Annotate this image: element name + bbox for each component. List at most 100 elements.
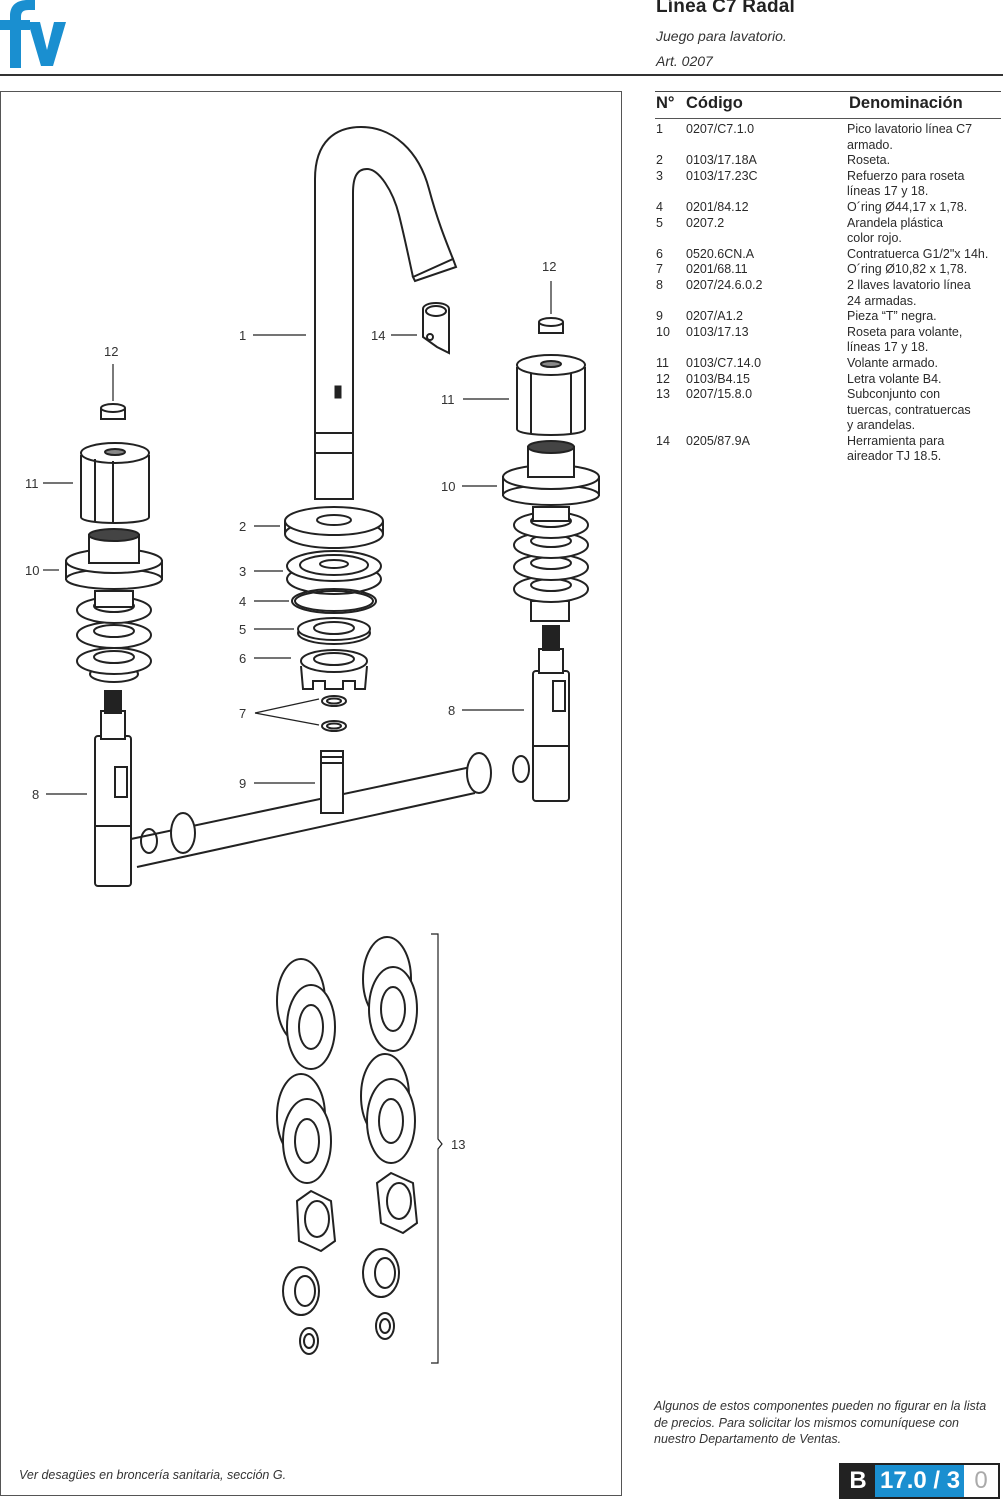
callout-10-right: 10 [441,479,455,494]
callout-4: 4 [239,594,246,609]
subassembly-bracket [431,933,443,1364]
callout-13: 13 [451,1137,465,1152]
table-row: 14 0205/87.9A Herramienta para aireador TJ… [656,434,1002,465]
left-washer-stack [76,590,152,683]
table-row: 2 0103/17.18A Roseta. [656,153,1002,169]
part-number: 11 [656,355,669,370]
callout-12-right: 12 [542,259,556,274]
callout-8-right: 8 [448,703,455,718]
callout-6: 6 [239,651,246,666]
part-number: 4 [656,199,663,214]
right-valve-part [466,625,570,802]
part-name: O´ring Ø10,82 x 1,78. [847,262,968,277]
table-row: 9 0207/A1.2 Pieza “T” negra. [656,309,1002,325]
product-subtitle: Juego para lavatorio. [656,28,787,44]
table-row: 7 0201/68.11 O´ring Ø10,82 x 1,78. [656,262,1002,278]
table-row: 13 0207/15.8.0 Subconjunto con tuercas, co… [656,387,1002,434]
part-name: Subconjunto con tuercas, contratuercas y… [847,387,971,433]
table-row: 8 0207/24.6.0.2 2 llaves lavatorio línea 2… [656,278,1002,309]
page-badge: B 17.0 / 3 0 [839,1463,1001,1499]
part-name: Roseta para volante, líneas 17 y 18. [847,324,963,355]
oring-44-part [291,588,377,614]
callout-5: 5 [239,622,246,637]
oring-10-part [321,695,347,732]
callout-7: 7 [239,706,246,721]
callout-2: 2 [239,519,246,534]
page-suffix: 0 [964,1465,999,1497]
part-name: Pieza “T” negra. [847,309,937,324]
part-code: 0207/15.8.0 [686,387,753,402]
callout-leaders [43,281,552,795]
right-handle-cap [538,317,564,334]
part-number: 13 [656,387,670,402]
part-name: Herramienta para aireador TJ 18.5. [847,433,945,464]
part-name: O´ring Ø44,17 x 1,78. [847,199,968,214]
left-handle [80,442,150,524]
part-number: 3 [656,168,663,183]
part-number: 1 [656,122,663,136]
part-number: 14 [656,433,670,448]
right-handle [516,354,586,436]
part-code: 0103/17.18A [686,153,757,168]
part-name: Roseta. [847,153,891,168]
part-code: 0520.6CN.A [686,246,755,261]
part-code: 0207/A1.2 [686,309,743,324]
table-row: 1 0207/C7.1.0 Pico lavatorio línea C7 arma… [656,122,1002,153]
callout-11-left: 11 [25,476,39,491]
part-code: 0201/68.11 [686,262,748,277]
table-row: 4 0201/84.12 O´ring Ø44,17 x 1,78. [656,200,1002,216]
rosette-reinforcement-part [286,550,382,595]
col-header-number: N° [656,94,675,112]
part-name: Pico lavatorio línea C7 armado. [847,122,973,152]
part-name: Letra volante B4. [847,371,942,386]
part-code: 0207/24.6.0.2 [686,277,763,292]
part-number: 8 [656,277,663,292]
t-piece-part [130,750,476,868]
availability-disclaimer: Algunos de estos componentes pueden no f… [654,1399,987,1446]
part-code: 0207/C7.1.0 [686,122,755,136]
part-name: Volante armado. [847,355,939,370]
callout-9: 9 [239,776,246,791]
part-code: 0103/C7.14.0 [686,355,762,370]
fv-logo [0,0,66,68]
parts-table-body: 1 0207/C7.1.0 Pico lavatorio línea C7 arma… [656,122,1002,465]
locknut-part [300,649,368,690]
part-name: Contratuerca G1/2"x 14h. [847,246,989,261]
subassembly-kit [276,936,419,1355]
left-handle-rosette [65,528,163,590]
part-number: 2 [656,153,663,168]
left-handle-cap [100,403,126,420]
table-top-rule [655,91,1001,92]
callout-14: 14 [371,328,385,343]
callout-8-left: 8 [32,787,39,802]
rosette-part [284,506,384,549]
part-name: Refuerzo para roseta líneas 17 y 18. [847,168,965,199]
aerator-tool-part [422,302,450,355]
part-code: 0201/84.12 [686,199,749,214]
drain-reference-note: Ver desagües en broncería sanitaria, sec… [19,1468,287,1482]
header-divider [0,74,1003,76]
part-code: 0207.2 [686,215,725,230]
col-header-name: Denominación [849,94,963,112]
part-code: 0205/87.9A [686,433,750,448]
callout-11-right: 11 [441,392,455,407]
part-name: 2 llaves lavatorio línea 24 armadas. [847,277,971,308]
part-code: 0103/17.23C [686,168,758,183]
page-number: 17.0 / 3 [875,1465,965,1497]
table-row: 11 0103/C7.14.0 Volante armado. [656,356,1002,372]
part-number: 9 [656,309,663,324]
article-number: Art. 0207 [656,53,713,69]
callout-12-left: 12 [104,344,118,359]
diagram-drawing: 1 14 12 12 11 11 10 2 10 3 4 5 6 7 8 9 8… [25,125,600,1364]
callout-3: 3 [239,564,246,579]
section-letter: B [841,1465,875,1497]
part-number: 12 [656,371,670,386]
callout-1: 1 [239,328,246,343]
left-valve-part [94,690,196,887]
product-title: Línea C7 Radal [656,0,796,17]
callout-10-left: 10 [25,563,39,578]
right-handle-rosette [502,440,600,506]
part-number: 7 [656,262,663,277]
